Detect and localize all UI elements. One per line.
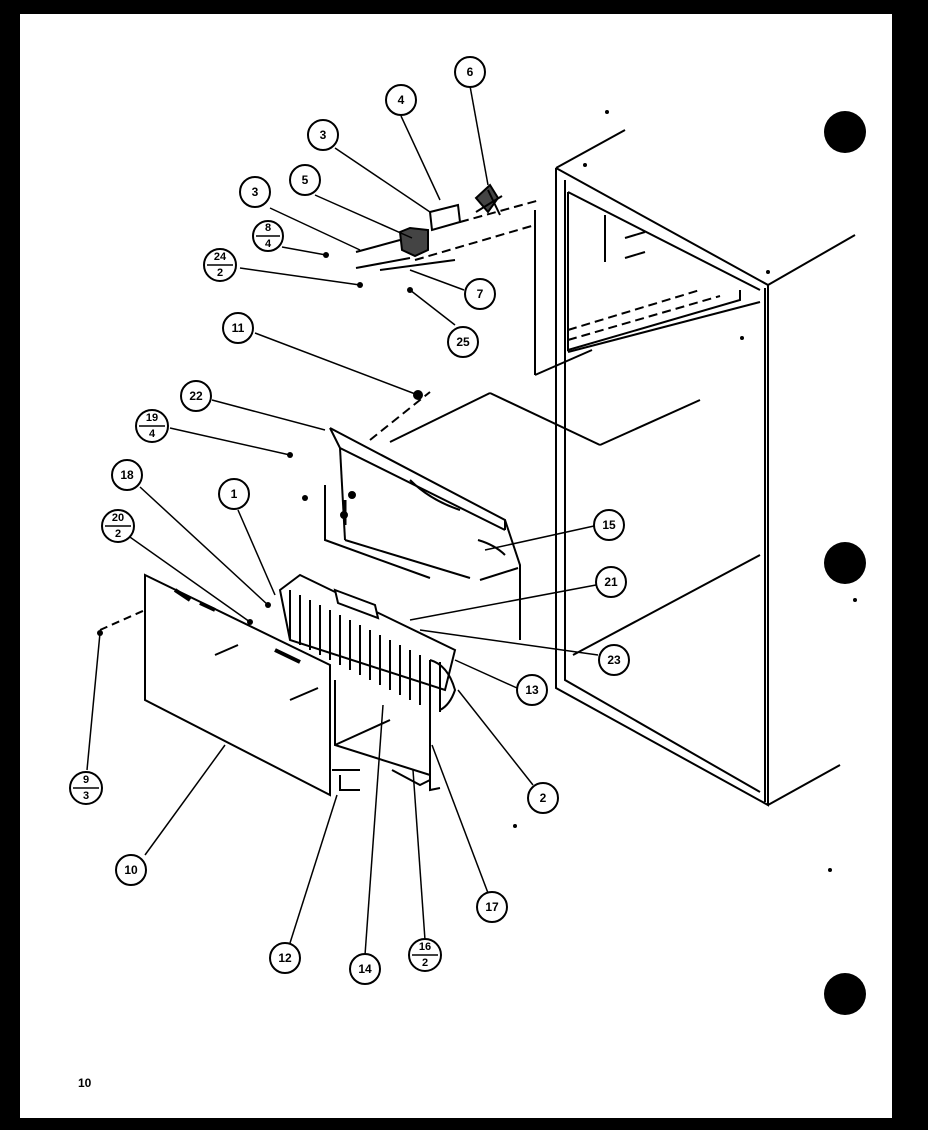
svg-text:2: 2 [115,528,121,540]
callout-5: 5 [289,164,321,196]
svg-text:4: 4 [149,428,156,440]
fan-motor-assembly [355,183,593,376]
leader-lines [86,85,599,956]
svg-text:8: 8 [265,222,271,234]
callout-7: 7 [464,278,496,310]
callout-18: 18 [111,459,143,491]
callout-17: 17 [476,891,508,923]
svg-text:13: 13 [525,683,539,697]
callout-19-over-4: 19 4 [135,409,169,443]
callout-1: 1 [218,478,250,510]
callout-6: 6 [454,56,486,88]
svg-text:19: 19 [146,412,158,424]
svg-text:4: 4 [265,238,272,250]
callout-15: 15 [593,509,625,541]
svg-text:1: 1 [231,487,238,501]
svg-text:4: 4 [398,93,405,107]
svg-text:15: 15 [602,518,616,532]
callout-12: 12 [269,942,301,974]
callout-3-upper: 3 [307,119,339,151]
callout-21: 21 [595,566,627,598]
svg-text:21: 21 [604,575,618,589]
callout-2: 2 [527,782,559,814]
callout-25: 25 [447,326,479,358]
callout-24-over-2: 24 2 [203,248,237,282]
callout-20-over-2: 20 2 [101,509,135,543]
svg-text:3: 3 [320,128,327,142]
refrigerator-cabinet [555,129,856,807]
svg-text:10: 10 [124,863,138,877]
svg-text:2: 2 [540,791,547,805]
svg-text:20: 20 [112,512,124,524]
evaporator-coil [278,573,457,792]
callout-11: 11 [222,312,254,344]
callout-10: 10 [115,854,147,886]
callout-23: 23 [598,644,630,676]
rear-access-panel [99,573,360,797]
svg-text:3: 3 [252,185,259,199]
svg-text:12: 12 [278,951,292,965]
callout-3-lower: 3 [239,176,271,208]
page-number: 10 [78,1076,92,1090]
svg-text:22: 22 [189,389,203,403]
svg-text:24: 24 [214,251,227,263]
svg-text:18: 18 [120,468,134,482]
callout-13: 13 [516,674,548,706]
binder-hole-top [824,111,866,153]
svg-text:2: 2 [422,957,428,969]
svg-text:9: 9 [83,774,89,786]
callout-9-over-3: 9 3 [69,771,103,805]
svg-text:2: 2 [217,267,223,279]
evaporator-cover [324,391,701,640]
svg-text:17: 17 [485,900,499,914]
svg-text:16: 16 [419,941,431,953]
callout-4: 4 [385,84,417,116]
svg-text:25: 25 [456,335,470,349]
callout-16-over-2: 16 2 [408,938,442,972]
svg-text:5: 5 [302,173,309,187]
svg-text:23: 23 [607,653,621,667]
svg-text:11: 11 [232,321,245,335]
binder-hole-bottom [824,973,866,1015]
binder-hole-middle [824,542,866,584]
callout-8-over-4: 8 4 [252,220,284,252]
svg-text:6: 6 [467,65,474,79]
callout-22: 22 [180,380,212,412]
paper-sheet [20,14,892,1118]
svg-text:3: 3 [83,790,89,802]
callout-14: 14 [349,953,381,985]
fasteners [97,110,857,872]
svg-text:14: 14 [358,962,372,976]
svg-text:7: 7 [477,287,484,301]
